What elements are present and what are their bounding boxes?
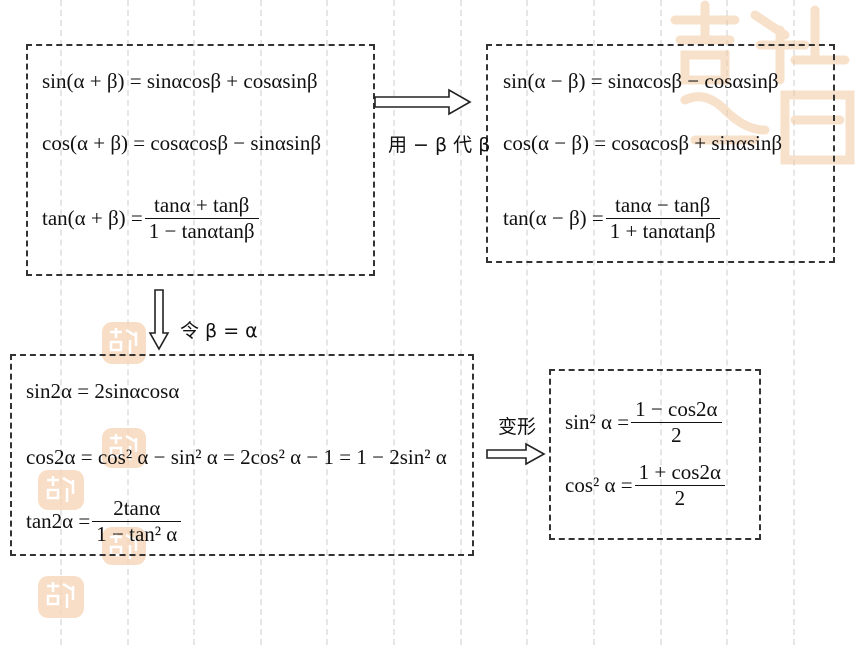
seal-stamp-icon (102, 428, 146, 468)
seal-stamp-icon (102, 322, 146, 364)
tan-sum-denominator: 1 − tanαtanβ (148, 219, 255, 243)
tan-difference-denominator: 1 + tanαtanβ (609, 219, 716, 243)
let-beta-equal-alpha-label: 令 β = α (180, 320, 258, 342)
sin-squared-numerator: 1 − cos2α (635, 397, 718, 421)
tan-double-angle-fraction: 2tanα 1 − tan² α (92, 496, 182, 547)
power-reduction-formulas-box (549, 369, 761, 540)
transform-label: 变形 (498, 416, 537, 438)
seal-stamp-icon (38, 470, 84, 510)
seal-stamp-icon (102, 527, 146, 565)
sin-squared-denominator: 2 (671, 423, 682, 447)
tan-difference-fraction: tanα − tanβ 1 + tanαtanβ (605, 193, 720, 244)
right-arrow-icon (374, 88, 472, 116)
double-angle-formulas-box (10, 354, 474, 556)
cos-squared-lhs: cos² α = (565, 473, 633, 497)
tan-double-angle-denominator: 1 − tan² α (96, 522, 178, 546)
tan-double-angle-lhs: tan2α = (26, 509, 91, 533)
fraction-bar (144, 218, 259, 219)
sin-squared-fraction: 1 − cos2α 2 (631, 397, 722, 448)
tan-difference-lhs: tan(α − β) = (503, 206, 604, 230)
fraction-bar (634, 485, 725, 486)
tan-difference-formula: tan(α − β) = tanα − tanβ 1 + tanαtanβ (503, 193, 722, 244)
tan-sum-formula: tan(α + β) = tanα + tanβ 1 − tanαtanβ (42, 193, 261, 244)
tan-double-angle-numerator: 2tanα (113, 496, 161, 520)
sin-sum-formula: sin(α + β) = sinαcosβ + cosαsinβ (42, 69, 318, 93)
cos-squared-denominator: 2 (674, 486, 686, 510)
tan-double-angle-formula: tan2α = 2tanα 1 − tan² α (26, 496, 183, 547)
tan-sum-fraction: tanα + tanβ 1 − tanαtanβ (144, 193, 259, 244)
seal-stamp-icon (38, 576, 84, 618)
cos-double-angle-formula: cos2α = cos² α − sin² α = 2cos² α − 1 = … (26, 445, 447, 469)
sin-difference-formula: sin(α − β) = sinαcosβ − cosαsinβ (503, 69, 779, 93)
sum-formulas-box (26, 44, 375, 276)
cos-squared-numerator: 1 + cos2α (638, 460, 721, 484)
fraction-bar (92, 521, 182, 522)
cos-squared-formula: cos² α = 1 + cos2α 2 (565, 460, 727, 511)
tan-difference-numerator: tanα − tanβ (615, 193, 711, 217)
cos-difference-formula: cos(α − β) = cosαcosβ + sinαsinβ (503, 131, 783, 155)
tan-sum-lhs: tan(α + β) = (42, 206, 143, 230)
right-arrow-icon (486, 442, 546, 466)
sin-squared-formula: sin² α = 1 − cos2α 2 (565, 397, 724, 448)
down-arrow-icon (148, 289, 170, 351)
tan-sum-numerator: tanα + tanβ (154, 193, 250, 217)
sin-double-angle-formula: sin2α = 2sinαcosα (26, 379, 180, 403)
fraction-bar (631, 422, 722, 423)
cos-sum-formula: cos(α + β) = cosαcosβ − sinαsinβ (42, 131, 322, 155)
substitute-negative-beta-label: 用 − β 代 β (388, 134, 491, 156)
difference-formulas-box (486, 44, 835, 263)
cos-squared-fraction: 1 + cos2α 2 (634, 460, 725, 511)
sin-squared-lhs: sin² α = (565, 410, 630, 434)
fraction-bar (605, 218, 720, 219)
